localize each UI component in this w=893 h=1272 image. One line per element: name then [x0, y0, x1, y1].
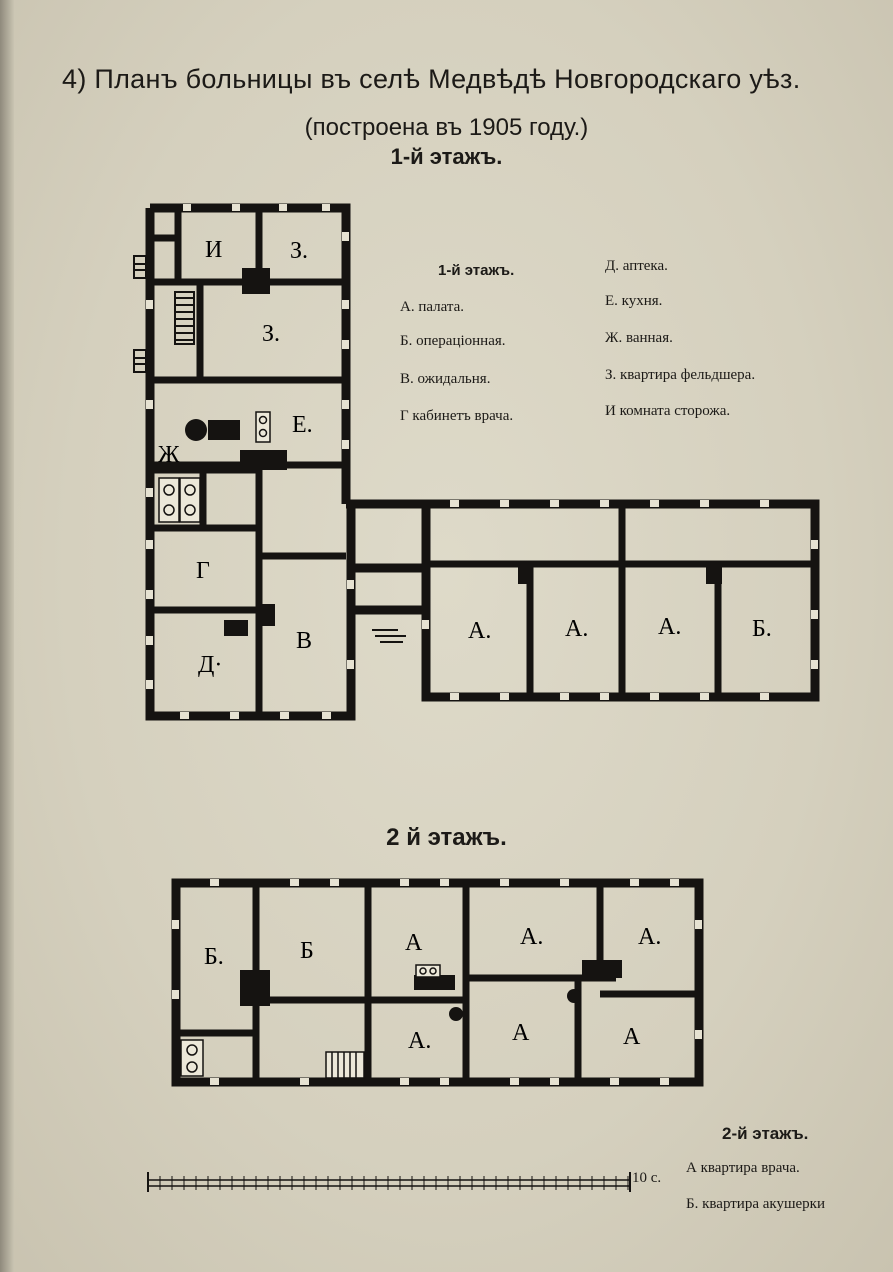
room-label-a2: А. [565, 616, 588, 642]
room-label-zh: Ж [158, 442, 180, 468]
floor2-room-label-a4: А. [408, 1028, 431, 1054]
floor2-room-label-a1: А [405, 930, 423, 956]
floor2-heading: 2 й этажъ. [386, 824, 507, 851]
legend1-item-d: Д. аптека. [605, 258, 668, 274]
plan-subtitle: (построена въ 1905 году.) [304, 114, 589, 141]
scale-bar [147, 1172, 631, 1192]
legend1-item-zh: Ж. ванная. [605, 330, 673, 346]
room-label-d: Д· [198, 652, 222, 678]
legend1-item-v: В. ожидальня. [400, 371, 491, 387]
room-label-a3: А. [658, 614, 681, 640]
floor2-room-label-a2: А. [520, 924, 543, 950]
legend1-item-e: Е. кухня. [605, 293, 663, 309]
room-label-g: Г [196, 558, 210, 584]
room-label-a1: А. [468, 618, 491, 644]
room-label-z1: З. [290, 238, 308, 264]
legend1-heading: 1-й этажъ. [438, 262, 515, 279]
room-label-e: Е. [292, 412, 313, 438]
floor2-room-label-b1: Б. [204, 944, 224, 970]
floor2-room-label-b2: Б [300, 938, 314, 964]
floor2-room-label-a5: А [512, 1020, 530, 1046]
legend1-item-g: Г кабинетъ врача. [400, 408, 514, 424]
legend1-item-b: Б. операціонная. [400, 333, 506, 349]
legend1-item-a: А. палата. [400, 299, 465, 315]
legend1-item-i: И комната сторожа. [605, 403, 731, 419]
floor2-room-label-a3: А. [638, 924, 661, 950]
legend1-item-z: З. квартира фельдшера. [605, 367, 756, 383]
room-label-b: Б. [752, 616, 772, 642]
plan-title: 4) Планъ больницы въ селѣ Медвѣдѣ Новгор… [62, 64, 801, 94]
book-spine-edge [0, 0, 14, 1272]
room-label-z2: З. [262, 321, 280, 347]
room-label-v: В [296, 628, 312, 654]
legend2-item-a: А квартира врача. [686, 1160, 800, 1176]
floor1-heading: 1-й этажъ. [390, 144, 503, 169]
legend2-item-b: Б. квартира акушерки [686, 1196, 825, 1212]
scale-label: 10 с. [632, 1170, 662, 1186]
floor2-room-label-a6: А [623, 1024, 641, 1050]
legend2-heading: 2-й этажъ. [722, 1124, 809, 1143]
room-label-i: И [205, 237, 222, 263]
